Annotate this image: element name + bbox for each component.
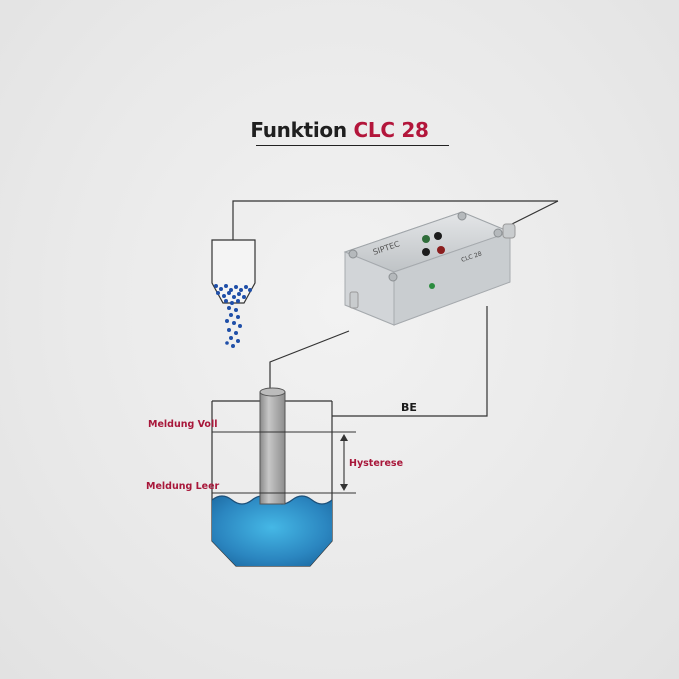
- label-hysteresis: Hysterese: [349, 458, 404, 469]
- wire-top: [232, 200, 558, 240]
- wire-hopper: [509, 200, 559, 226]
- wire-signal: [332, 306, 488, 417]
- diagram-title: Funktion CLC 28: [0, 118, 679, 142]
- label-signal: BE: [401, 401, 417, 414]
- hopper: [211, 239, 256, 348]
- liquid: [212, 496, 332, 566]
- level-probe: [259, 387, 286, 505]
- device-enclosure: [343, 211, 516, 326]
- granules: [214, 284, 252, 348]
- label-empty: Meldung Leer: [146, 481, 220, 492]
- title-underline: [256, 145, 449, 146]
- title-product: CLC 28: [353, 118, 429, 142]
- label-full: Meldung Voll: [148, 419, 218, 430]
- wire-probe: [269, 330, 350, 392]
- title-prefix: Funktion: [250, 118, 347, 142]
